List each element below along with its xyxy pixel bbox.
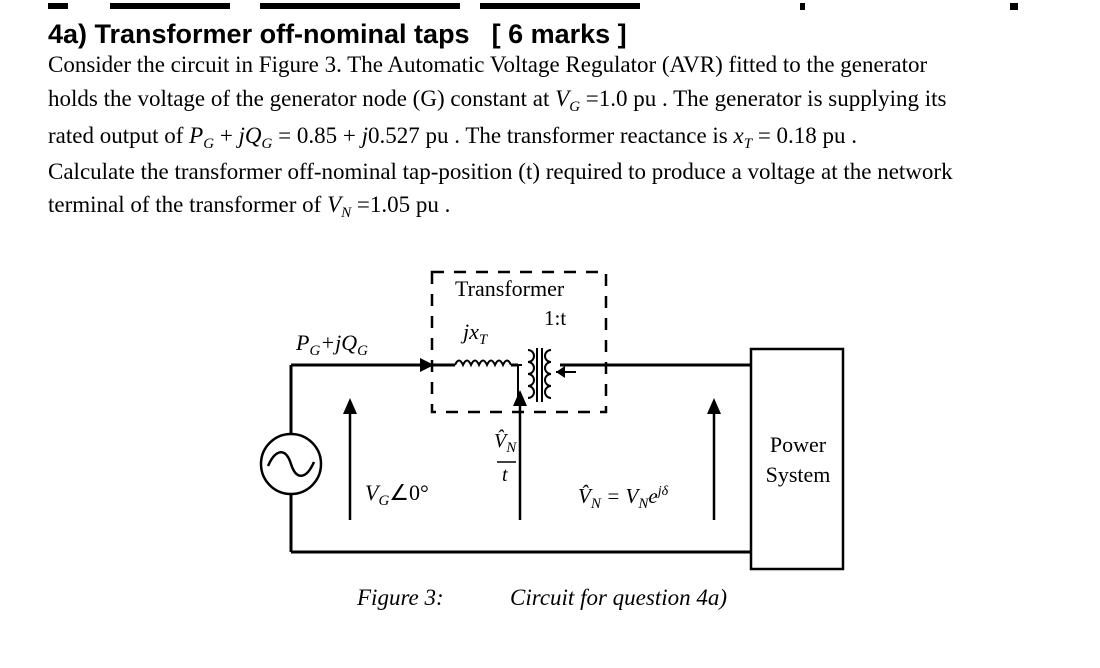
tap-arrow [556,366,565,378]
turns-ratio-label: 1:t [544,306,567,330]
transformer-label: Transformer [455,276,565,301]
vn-over-t-denominator: t [502,464,508,486]
previous-heading-fragment [0,0,1100,10]
primary-winding [527,349,535,399]
power-system-label-2: System [765,462,831,487]
pg-qg-symbol: PG + jQG [189,123,273,152]
xt-symbol: xT [733,123,753,152]
power-label: PG+jQG [296,330,368,359]
body-line-5: terminal of the transformer of VN =1.05 … [48,192,451,221]
question-marks: [ 6 marks ] [491,19,627,49]
generator-source [259,432,323,496]
power-system-box [749,347,845,571]
voltage-arrows [348,402,716,520]
body-line-3: rated output of PG + jQG = 0.85 + j0.527… [48,123,858,152]
reactance-coil [454,359,512,368]
power-system-label-1: Power [769,432,827,457]
vg-label: VG∠0° [365,480,429,509]
cropped-heading-marks [48,3,1018,10]
secondary-winding [544,349,552,399]
sine-wave-icon [266,451,316,477]
reactance-label: jxT [463,319,488,348]
figure-caption: Circuit for question 4a) [510,585,728,610]
vn-phasor-equation: V̂N = VNejδ [578,484,669,512]
question-title: 4a) Transformer off-nominal taps [ 6 mark… [48,17,627,51]
body-line-4: Calculate the transformer off-nominal ta… [48,159,953,184]
vg-symbol: VG [555,86,581,115]
body-line-2: holds the voltage of the generator node … [48,86,947,115]
vn-over-t-numerator: V̂N [494,430,517,456]
body-line-1: Consider the circuit in Figure 3. The Au… [48,52,928,77]
vn-symbol: VN [327,192,352,221]
ideal-transformer [517,348,552,402]
figure-number: Figure 3: [357,585,444,610]
question-title-text: 4a) Transformer off-nominal taps [48,19,470,49]
power-flow-arrow [420,358,434,372]
